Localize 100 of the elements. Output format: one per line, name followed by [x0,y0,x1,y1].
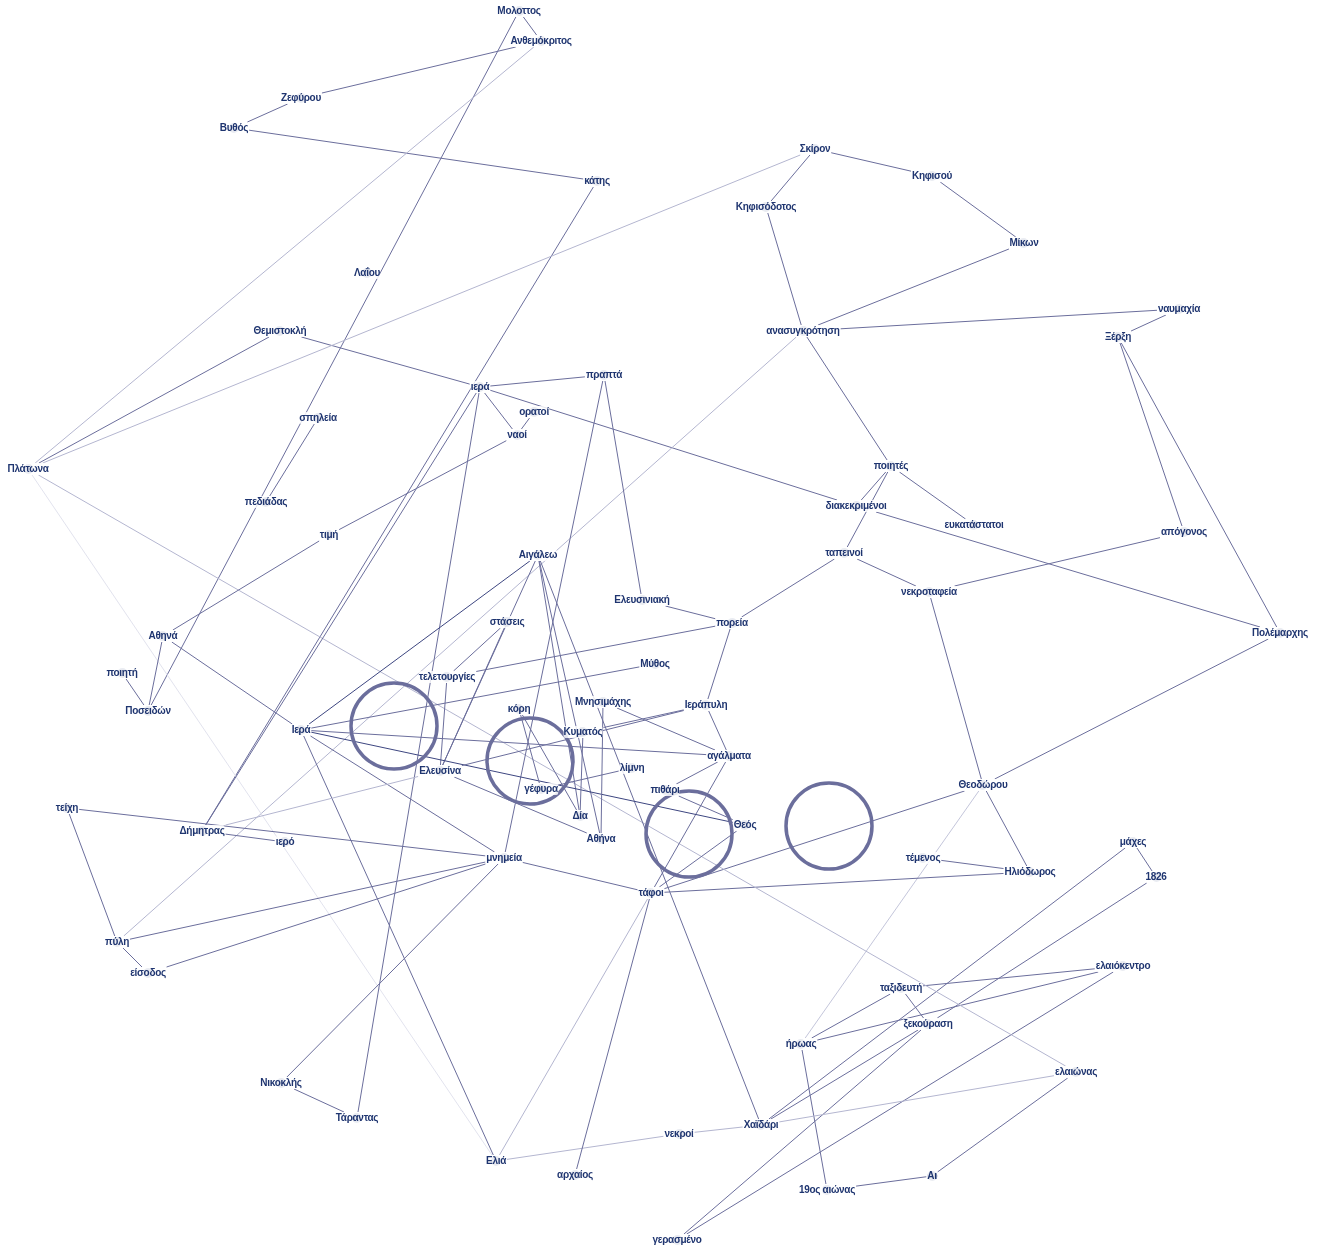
node-label: νεκροί [664,1128,694,1140]
node-label: νεκροταφεία [901,586,957,598]
node-label: πραπτά [585,369,623,381]
connector-line [658,830,738,888]
connector-line [34,46,535,464]
connector-line [453,627,501,672]
node-label: ήρωας [785,1038,817,1050]
connector-line [129,861,486,940]
connector-line [489,389,838,501]
connector-line [778,1075,1055,1123]
connector-line [357,392,480,1113]
node-label: Λαΐου [354,267,380,279]
connector-line [811,993,891,1039]
connector-line [806,336,888,461]
node-label: Αθήνα [586,833,616,845]
connector-line [475,625,716,672]
connector-line [248,129,584,180]
node-label: ανασυγκρότηση [766,325,840,337]
connector-line [940,859,1004,870]
node-label: ελαιόκεντρο [1095,960,1151,972]
connector-line [686,971,1114,1235]
connector-line [172,540,320,631]
node-label: πύλη [105,936,129,948]
connector-line [856,558,917,587]
node-label: ταπεινοί [825,547,863,559]
connector-line [937,1077,1069,1173]
connector-line [539,560,760,1120]
node-label: Ιεράπυλη [684,699,728,711]
connector-line [930,597,982,780]
node-label: ιερό [275,836,295,848]
node-label: τέμενος [905,852,941,864]
connector-line [846,471,889,548]
connector-line [338,440,507,531]
connector-line [817,248,1010,326]
connector-line [616,707,716,751]
node-label: ξεκούραση [903,1018,953,1030]
node-label: Θεός [733,819,757,831]
node-label: ναοί [507,429,527,441]
node-label: τάφοι [638,887,664,899]
connector-line [708,710,727,751]
node-label: αγάλματα [707,750,751,762]
connector-line [461,710,685,767]
connector-line [538,560,580,811]
connector-line [125,678,145,706]
node-label: 1826 [1145,871,1167,883]
connector-line [600,707,604,834]
connector-line [520,714,540,784]
node-label: 19ος αιώνας [798,1184,856,1196]
node-label: Ελευσίνα [419,765,461,777]
connector-line [767,212,802,326]
connector-line [506,1135,664,1160]
connector-line [269,423,315,497]
node-label: Σκίρον [799,143,831,155]
node-label: Πολέμαρχης [1252,627,1308,639]
node-label: Αιγάλεω [518,549,558,561]
connector-line [453,776,588,834]
node-label: είσοδος [130,967,166,979]
connector-line [875,511,1261,628]
connector-line [1130,314,1167,332]
node-label: γερασμένο [652,1234,702,1246]
connector-line [905,993,924,1019]
connector-line [683,1029,922,1235]
connector-line [1120,342,1278,628]
connector-line [1136,847,1153,872]
connector-line [123,336,797,937]
node-label: σπηλεία [299,412,337,424]
connector-line [653,761,727,888]
node-label: Θεοδώρου [958,779,1008,791]
node-label: γέφυρα [524,783,558,795]
node-label: κάτης [584,175,610,187]
connector-line [150,16,517,706]
node-label: Θεμιστοκλή [253,325,307,337]
connector-line [558,770,620,786]
connector-line [148,641,163,706]
node-label: Κυματός [563,726,603,738]
node-label: κόρη [507,703,531,715]
connector-line [171,641,293,725]
connector-line [225,776,419,826]
connector-line [604,380,642,595]
node-label: Δία [572,810,588,822]
node-label: Ανθεμόκριτος [510,35,572,47]
connector-line [1119,342,1183,527]
node-label: στάσεις [489,616,525,628]
connector-line [310,735,495,853]
connector-line [741,558,835,618]
connector-line [38,336,270,464]
node-label: Αι [927,1170,937,1182]
connector-line [522,16,538,36]
connector-line [205,186,594,826]
connector-line [707,628,731,700]
connector-line [310,731,734,823]
connector-line [579,737,584,811]
connector-line [205,392,477,826]
node-label: λίμνη [619,762,645,774]
connector-line [521,714,578,811]
connector-line [855,1176,927,1187]
node-label: διακεκριμένοι [825,500,887,512]
connector-line [694,1126,744,1133]
connector-line [122,947,143,968]
node-label: Νικοκλής [260,1077,302,1089]
